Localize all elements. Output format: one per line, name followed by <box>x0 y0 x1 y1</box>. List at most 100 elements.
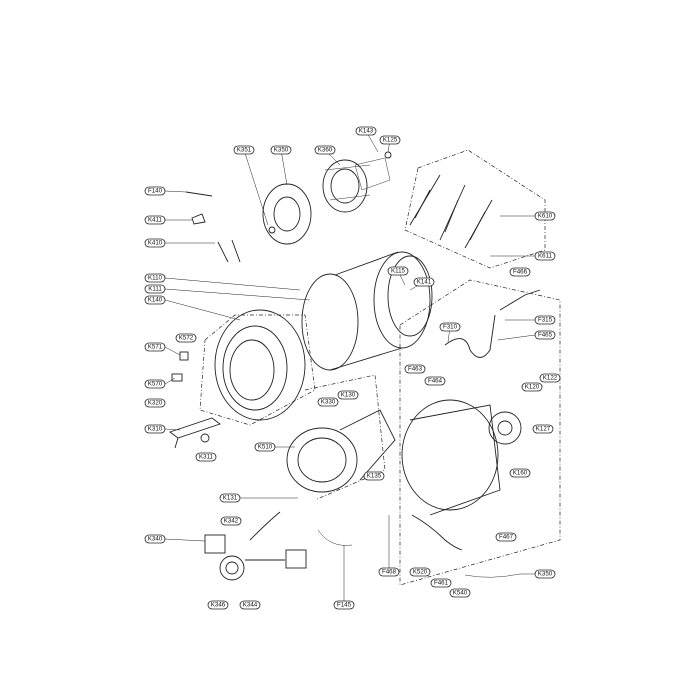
svg-text:K120: K120 <box>525 384 540 391</box>
svg-text:K344: K344 <box>243 602 258 609</box>
label-K571: K571 <box>144 342 166 352</box>
heater-and-valve-parts <box>169 191 241 449</box>
label-K135: K135 <box>363 471 385 481</box>
svg-text:F465: F465 <box>538 332 553 339</box>
label-K110: K110 <box>144 273 166 283</box>
pump-assembly <box>204 511 353 581</box>
svg-text:K111: K111 <box>148 286 162 293</box>
drain-hose-group <box>411 289 541 578</box>
svg-text:K571: K571 <box>148 344 163 351</box>
label-F315: F315 <box>534 315 556 325</box>
label-K360: K360 <box>314 145 336 155</box>
svg-text:K410: K410 <box>148 240 163 247</box>
label-K540: K540 <box>449 588 471 598</box>
label-K520: K520 <box>409 567 431 577</box>
label-K131: K131 <box>219 493 241 503</box>
svg-text:K127: K127 <box>536 426 551 433</box>
label-K120: K120 <box>521 382 543 392</box>
svg-text:K350: K350 <box>538 571 553 578</box>
svg-text:K143: K143 <box>359 128 374 135</box>
label-F461: F461 <box>430 578 452 588</box>
svg-text:K351: K351 <box>237 147 252 154</box>
svg-text:K346: K346 <box>211 602 226 609</box>
label-K346: K346 <box>207 600 229 610</box>
label-F468: F468 <box>378 567 400 577</box>
label-K610: K610 <box>534 211 556 221</box>
label-K572: K572 <box>175 333 197 343</box>
leader-lines <box>164 130 536 605</box>
svg-text:K360: K360 <box>318 147 333 154</box>
label-K130: K130 <box>337 390 359 400</box>
door-gasket-assembly <box>286 374 396 501</box>
label-K330: K330 <box>317 397 339 407</box>
label-F140: F140 <box>144 186 166 196</box>
label-K510: K510 <box>254 442 276 452</box>
rear-tub-assembly <box>399 279 561 586</box>
svg-text:K342: K342 <box>224 518 239 525</box>
svg-text:F464: F464 <box>428 378 443 385</box>
svg-text:K610: K610 <box>538 213 553 220</box>
label-K160: K160 <box>509 468 531 478</box>
svg-text:K311: K311 <box>199 454 214 461</box>
label-K141: K141 <box>413 277 435 287</box>
label-K410: K410 <box>144 238 166 248</box>
svg-text:K160: K160 <box>513 470 528 477</box>
label-K320: K320 <box>144 398 166 408</box>
svg-text:K310: K310 <box>148 426 163 433</box>
svg-text:K115: K115 <box>391 268 406 275</box>
label-K340: K340 <box>144 534 166 544</box>
label-K125: K125 <box>379 135 401 145</box>
label-K350: K350 <box>270 145 292 155</box>
label-K344: K344 <box>239 600 261 610</box>
svg-text:K330: K330 <box>321 399 336 406</box>
label-K111: K111 <box>144 284 166 294</box>
svg-text:K540: K540 <box>453 590 468 597</box>
label-K411: K411 <box>144 215 166 225</box>
svg-text:F463: F463 <box>408 366 423 373</box>
label-K311: K311 <box>195 452 217 462</box>
label-K611: K611 <box>534 251 556 261</box>
svg-text:K520: K520 <box>413 569 428 576</box>
svg-text:K320: K320 <box>148 400 163 407</box>
svg-text:F467: F467 <box>499 534 514 541</box>
label-K143: K143 <box>355 126 377 136</box>
svg-text:F315: F315 <box>538 317 553 324</box>
svg-text:K122: K122 <box>543 375 558 382</box>
svg-text:K510: K510 <box>258 444 273 451</box>
front-tub-assembly <box>199 309 316 426</box>
svg-text:K411: K411 <box>148 217 163 224</box>
shock-absorbers-group <box>404 149 546 269</box>
label-K310: K310 <box>144 424 166 434</box>
label-F310: F310 <box>439 322 461 332</box>
svg-text:K340: K340 <box>148 536 163 543</box>
label-K115: K115 <box>387 266 409 276</box>
svg-text:K141: K141 <box>417 279 432 286</box>
svg-text:K611: K611 <box>538 253 553 260</box>
svg-text:F461: F461 <box>434 580 449 587</box>
label-F467: F467 <box>495 532 517 542</box>
label-F465: F465 <box>534 330 556 340</box>
svg-text:K110: K110 <box>148 275 163 282</box>
svg-text:K572: K572 <box>179 335 194 342</box>
label-K570: K570 <box>144 379 166 389</box>
label-K351: K351 <box>233 145 255 155</box>
rotor-stator-assembly <box>262 151 392 245</box>
drum-assembly <box>301 251 433 371</box>
svg-text:F140: F140 <box>148 188 163 195</box>
svg-text:F310: F310 <box>443 324 458 331</box>
svg-text:K130: K130 <box>341 392 356 399</box>
svg-text:K131: K131 <box>223 495 238 502</box>
label-F145: F145 <box>333 600 355 610</box>
svg-text:K350: K350 <box>274 147 289 154</box>
label-F464: F464 <box>424 376 446 386</box>
svg-text:K570: K570 <box>148 381 163 388</box>
svg-text:K140: K140 <box>148 297 163 304</box>
label-K342: K342 <box>220 516 242 526</box>
label-K350-sensor: K350 <box>534 569 556 579</box>
label-F463: F463 <box>404 364 426 374</box>
svg-text:F466: F466 <box>513 269 528 276</box>
svg-text:K125: K125 <box>383 137 398 144</box>
label-F466: F466 <box>509 267 531 277</box>
label-K127: K127 <box>532 424 554 434</box>
